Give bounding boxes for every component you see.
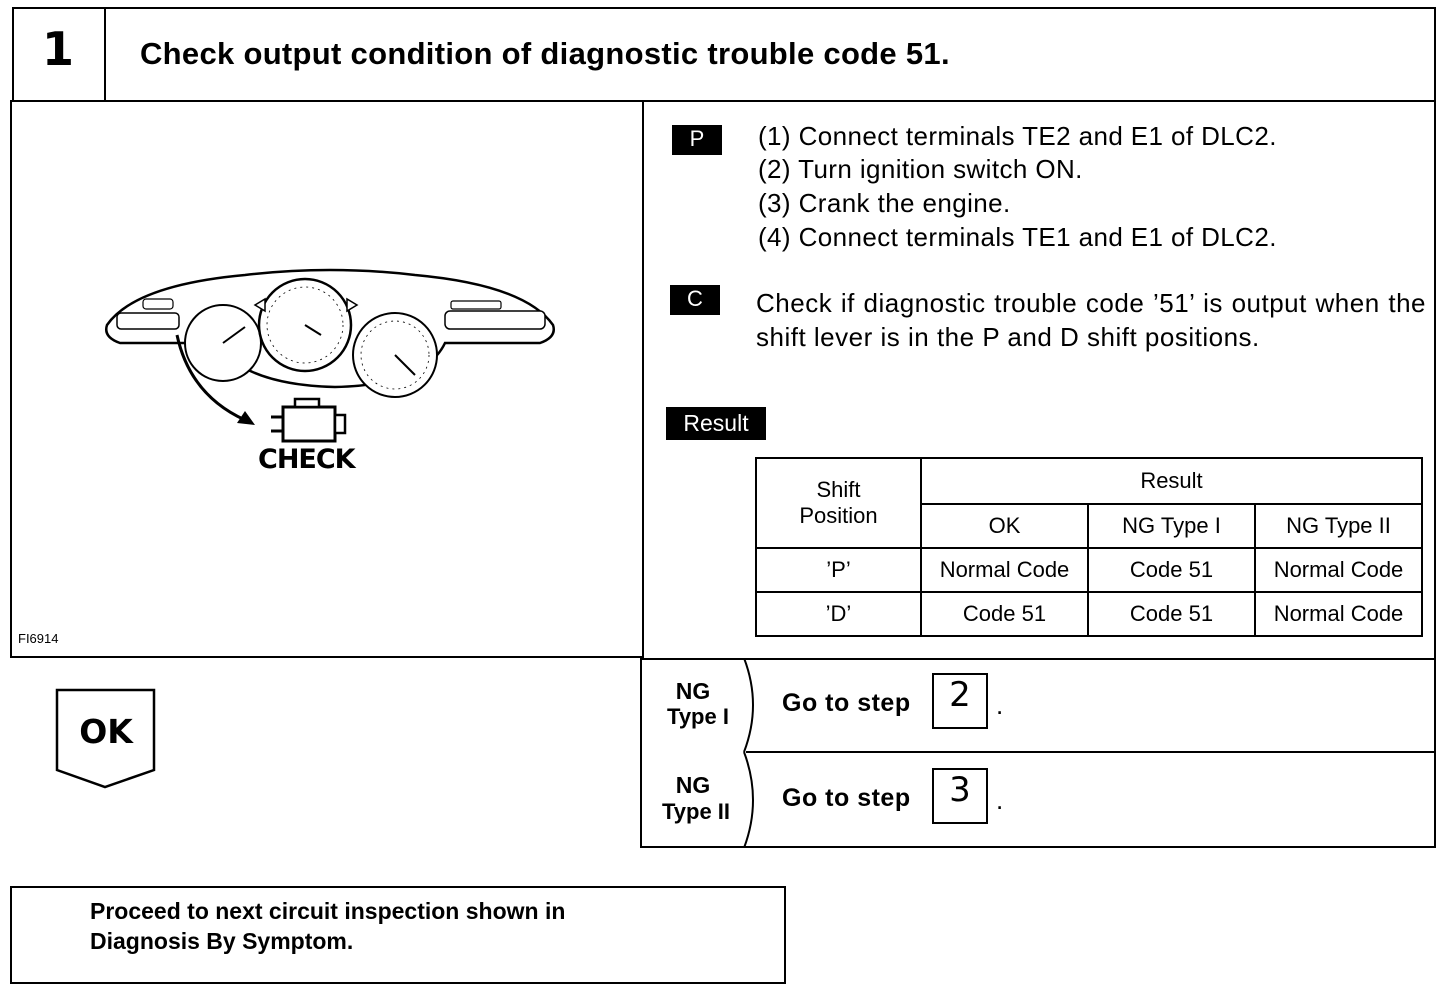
cell-d-ng1: Code 51 [1087, 591, 1256, 637]
cell-p-ng1: Code 51 [1087, 547, 1256, 593]
branch-1-type: Type I [667, 704, 729, 729]
branch-2-text: Go to step [782, 784, 911, 812]
pointer-arrow [175, 334, 246, 422]
row-label-d: ’D’ [755, 591, 922, 637]
step-number-divider [104, 7, 106, 102]
instrument-cluster-illustration [105, 268, 555, 443]
row-label-p: ’P’ [755, 547, 922, 593]
cell-p-ok: Normal Code [920, 547, 1089, 593]
table-row: ’D’ Code 51 Code 51 Normal Code [755, 591, 1423, 637]
branch-arrows [743, 658, 754, 848]
prepare-step-2: (2) Turn ignition switch ON. [758, 154, 1083, 184]
ok-badge [55, 688, 156, 789]
prepare-step-1: (1) Connect terminals TE2 and E1 of DLC2… [758, 121, 1277, 151]
goto-step-2-button[interactable] [932, 673, 988, 729]
step-number: 1 [41, 22, 74, 76]
ng-branches-box [640, 658, 1436, 848]
result-tag: Result [666, 407, 766, 440]
branch-1-dot: . [996, 690, 1004, 720]
shift-position-header: Shift Position [755, 457, 922, 549]
branch-1-ng: NG [675, 678, 711, 704]
proceed-line-1: Proceed to next circuit inspection shown… [90, 898, 566, 924]
proceed-line-2: Diagnosis By Symptom. [90, 928, 354, 954]
branch-divider [746, 751, 1436, 753]
cell-p-ng2: Normal Code [1254, 547, 1423, 593]
branch-1-text: Go to step [782, 689, 911, 717]
column-ng-type-2: NG Type II [1254, 503, 1423, 549]
right-display [444, 310, 546, 330]
column-ng-type-1: NG Type I [1087, 503, 1256, 549]
left-display [116, 312, 180, 330]
check-caption: CHECK [258, 444, 356, 475]
goto-step-2-label: 2 [949, 675, 971, 715]
cell-d-ok: Code 51 [920, 591, 1089, 637]
check-engine-icon [271, 397, 347, 443]
check-tag: C [670, 285, 720, 315]
prepare-step-4: (4) Connect terminals TE1 and E1 of DLC2… [758, 222, 1277, 252]
figure-id: FI6914 [18, 631, 59, 646]
proceed-box [10, 886, 786, 984]
result-table: Shift Position Result OK NG Type I NG Ty… [755, 457, 1423, 637]
step-title: Check output condition of diagnostic tro… [140, 36, 950, 71]
table-row: ’P’ Normal Code Code 51 Normal Code [755, 547, 1423, 593]
ok-label: OK [79, 712, 133, 751]
goto-step-3-button[interactable] [932, 768, 988, 824]
column-ok: OK [920, 503, 1089, 549]
cell-d-ng2: Normal Code [1254, 591, 1423, 637]
goto-step-3-label: 3 [949, 770, 971, 810]
branch-2-ng: NG [675, 772, 711, 798]
result-group-header: Result [920, 457, 1423, 505]
check-text: Check if diagnostic trouble code ’51’ is… [756, 288, 1426, 352]
prepare-tag: P [672, 125, 722, 155]
prepare-step-3: (3) Crank the engine. [758, 188, 1011, 218]
branch-2-dot: . [996, 785, 1004, 815]
branch-2-type: Type II [661, 799, 731, 824]
